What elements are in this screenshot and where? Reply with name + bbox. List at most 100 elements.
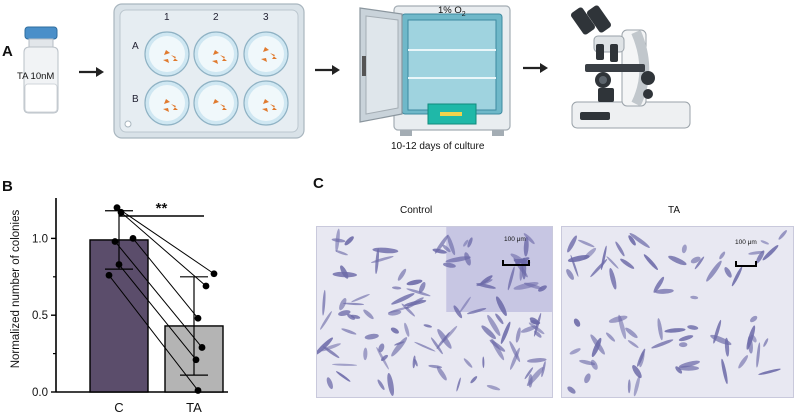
cell — [432, 248, 447, 254]
y-tick-label: 0.0 — [32, 387, 48, 399]
x-tick-label: TA — [186, 400, 202, 415]
cell — [629, 232, 650, 248]
cell — [746, 325, 756, 350]
cell — [668, 255, 687, 266]
cell — [590, 258, 608, 278]
micrograph-ta — [561, 226, 794, 398]
culture-caption: 10-12 days of culture — [391, 141, 485, 152]
cell — [363, 309, 374, 320]
cell — [364, 333, 379, 340]
cell — [633, 375, 641, 397]
cell — [569, 348, 581, 355]
y-tick-label: 0.5 — [32, 310, 48, 322]
cell — [620, 258, 635, 269]
cell — [436, 366, 447, 381]
incubator-icon — [359, 5, 511, 136]
cell — [664, 328, 686, 333]
micrograph-title-control: Control — [400, 205, 433, 216]
cell — [338, 310, 351, 316]
cell — [719, 251, 726, 260]
cell — [651, 339, 674, 349]
cell — [590, 359, 598, 370]
cell — [467, 308, 487, 315]
cell — [738, 355, 749, 369]
cell — [584, 373, 591, 384]
cell — [489, 339, 506, 352]
cell — [605, 332, 616, 342]
cell — [317, 337, 334, 356]
cell — [391, 293, 415, 305]
panel-label-c: C — [313, 175, 324, 192]
pair-line — [118, 264, 197, 361]
cell — [632, 365, 642, 379]
cell — [322, 289, 326, 316]
cell — [380, 354, 388, 361]
plate-column-label: 1 — [164, 12, 170, 23]
data-point — [117, 208, 125, 216]
cell — [482, 356, 485, 369]
scale-bar-label: 100 μm — [735, 239, 757, 246]
cell — [442, 244, 451, 253]
cell — [495, 296, 507, 316]
cell — [758, 368, 781, 375]
cell — [653, 276, 665, 293]
cell — [343, 302, 365, 306]
cell — [390, 327, 399, 334]
cell — [443, 262, 456, 268]
cell — [538, 285, 547, 292]
cell — [430, 337, 443, 355]
vial-label: TA 10nM — [17, 71, 55, 82]
plate-column-label: 2 — [213, 12, 219, 23]
data-point — [111, 238, 119, 245]
cell — [350, 314, 361, 319]
cell — [694, 256, 705, 270]
cell — [721, 358, 728, 385]
cell — [627, 340, 639, 348]
cell — [749, 315, 758, 323]
cell — [459, 296, 471, 314]
cell — [523, 236, 529, 257]
cell — [344, 236, 354, 246]
cell — [690, 295, 699, 300]
cell — [524, 367, 534, 380]
cell — [533, 312, 542, 337]
cell — [351, 294, 370, 303]
cell — [463, 358, 473, 368]
cell — [687, 325, 699, 330]
plate-column-label: 3 — [263, 12, 269, 23]
cell — [639, 351, 645, 368]
stain-shading — [446, 227, 552, 312]
cell — [437, 329, 452, 349]
cell — [341, 328, 357, 335]
cell — [404, 300, 427, 307]
cell — [495, 313, 504, 325]
cell — [509, 341, 521, 363]
cell — [566, 269, 574, 280]
pair-line — [114, 241, 203, 348]
cell — [627, 379, 631, 394]
cell — [657, 318, 663, 341]
cell — [608, 315, 628, 323]
cell — [467, 237, 473, 248]
cell — [481, 325, 496, 340]
cell — [760, 240, 769, 245]
arrow-icon — [315, 65, 340, 75]
cell — [625, 327, 638, 339]
cell — [523, 233, 535, 245]
data-point — [129, 235, 137, 242]
cell — [567, 235, 577, 253]
cell — [578, 239, 595, 248]
cell — [724, 267, 732, 278]
cell — [404, 322, 410, 337]
plate-row-label: A — [132, 41, 139, 52]
cell — [487, 314, 501, 336]
pair-line — [132, 238, 199, 319]
cell — [335, 250, 348, 256]
cell — [463, 239, 469, 247]
cell — [486, 385, 501, 391]
cell — [476, 283, 496, 289]
cell — [397, 268, 407, 281]
cell — [755, 250, 765, 264]
cell — [378, 343, 385, 353]
